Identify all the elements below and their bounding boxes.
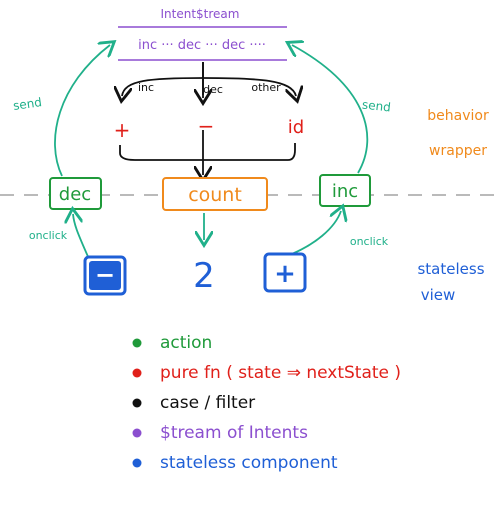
dec-action-label: dec [59,184,91,205]
fn-minus: − [198,114,215,138]
fn-plus: + [114,118,131,142]
legend-dot [132,338,142,348]
send-arrow-left [54,45,110,177]
minus-button-fill[interactable] [89,261,121,290]
onclick-arrow-right [286,211,341,257]
stateless-label: stateless [417,260,484,278]
minus-button-label[interactable]: − [95,261,115,289]
legend-label: pure fn ( state ⇒ nextState ) [160,363,401,383]
onclick-label-right: onclick [350,235,389,248]
count-label: count [188,184,242,206]
legend-label: action [160,333,212,353]
inc-action-label: inc [332,181,358,202]
legend-dot [132,458,142,468]
legend-label: case / filter [160,393,255,413]
stream-content: inc ··· dec ··· dec ···· [138,38,266,53]
counter-value: 2 [193,256,215,296]
legend-label: stateless component [160,453,338,473]
wrapper-label: wrapper [429,143,487,159]
case-label-inc: inc [138,81,154,94]
send-label-right: send [361,98,391,115]
legend-label: $tream of Intents [160,423,308,443]
case-label-dec: dec [203,83,223,96]
legend-dot [132,398,142,408]
count-node [162,177,268,211]
legend-dot [132,368,142,378]
fn-id: id [288,117,304,138]
plus-button-frame[interactable] [263,252,307,293]
onclick-label-left: onclick [29,229,68,242]
plus-button[interactable]: + [263,252,307,293]
view-label: view [421,286,456,304]
case-branch-inc [122,77,204,96]
merge-bracket [119,143,296,161]
legend-dot [132,428,142,438]
legend: action pure fn ( state ⇒ nextState ) case … [132,333,401,473]
plus-button-label[interactable]: + [274,259,296,289]
case-branch-other [202,77,296,96]
behavior-label: behavior [427,108,489,124]
onclick-arrow-left [73,214,90,260]
case-label-other: other [251,81,281,94]
send-label-left: send [12,95,43,113]
stream-title: Intent$tream [161,7,240,21]
minus-button[interactable]: − [83,255,127,296]
send-arrow-right [292,45,369,174]
